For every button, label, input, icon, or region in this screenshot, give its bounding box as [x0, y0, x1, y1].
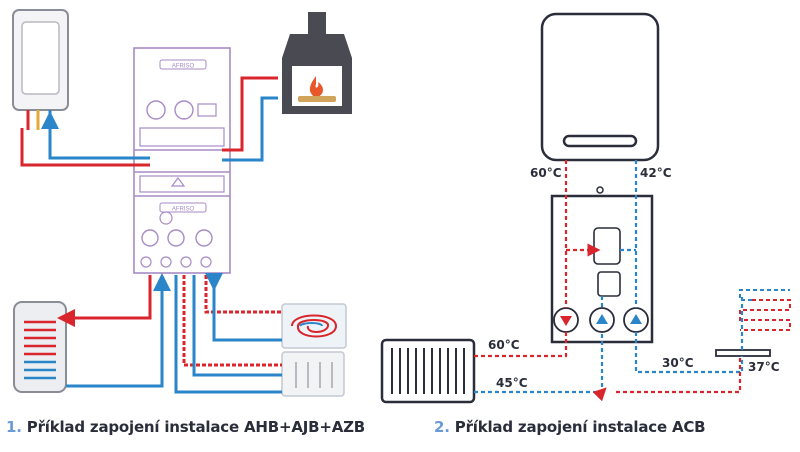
radiator-pipes	[474, 332, 607, 402]
water-heater-pipes	[57, 273, 171, 388]
caption-diagram-2: 2. Příklad zapojení instalace ACB	[434, 418, 706, 436]
station-pipes	[564, 160, 638, 308]
temp-radiator-return: 45°C	[496, 376, 528, 390]
floor-pipes	[616, 296, 744, 394]
wall-boiler-icon	[540, 12, 660, 162]
temp-floor-supply: 37°C	[748, 360, 780, 374]
caption-diagram-1: 1. Příklad zapojení instalace AHB+AJB+AZ…	[6, 418, 365, 436]
floor-heating-icon	[281, 303, 347, 349]
manifold-bar	[715, 349, 771, 357]
heating-circuit-pipes	[174, 273, 282, 394]
temp-boiler-supply: 60°C	[530, 166, 562, 180]
underfloor-heating-icon	[739, 289, 791, 331]
fireplace-pipes	[222, 76, 278, 162]
water-heater-icon	[13, 301, 67, 393]
brand-label-upper: AFRISO	[172, 64, 195, 70]
boiler-pipes	[20, 111, 150, 167]
diagram-2	[380, 12, 791, 404]
diagram-1: AFRISO AFRISO	[12, 9, 352, 397]
caption-1-text: Příklad zapojení instalace AHB+AJB+AZB	[26, 418, 366, 436]
caption-2-text: Příklad zapojení instalace ACB	[454, 418, 706, 436]
brand-label-lower: AFRISO	[172, 207, 195, 213]
radiator-icon	[281, 351, 345, 397]
afriso-cabinet	[133, 47, 231, 274]
temp-floor-return: 30°C	[662, 356, 694, 370]
caption-2-number: 2.	[434, 418, 450, 436]
caption-1-number: 1.	[6, 418, 22, 436]
fireplace-icon	[282, 12, 352, 114]
temp-boiler-return: 42°C	[640, 166, 672, 180]
temp-radiator-supply: 60°C	[488, 338, 520, 352]
gas-boiler-icon	[12, 9, 69, 130]
mixing-station	[550, 186, 654, 344]
panel-radiator-icon	[380, 338, 476, 404]
